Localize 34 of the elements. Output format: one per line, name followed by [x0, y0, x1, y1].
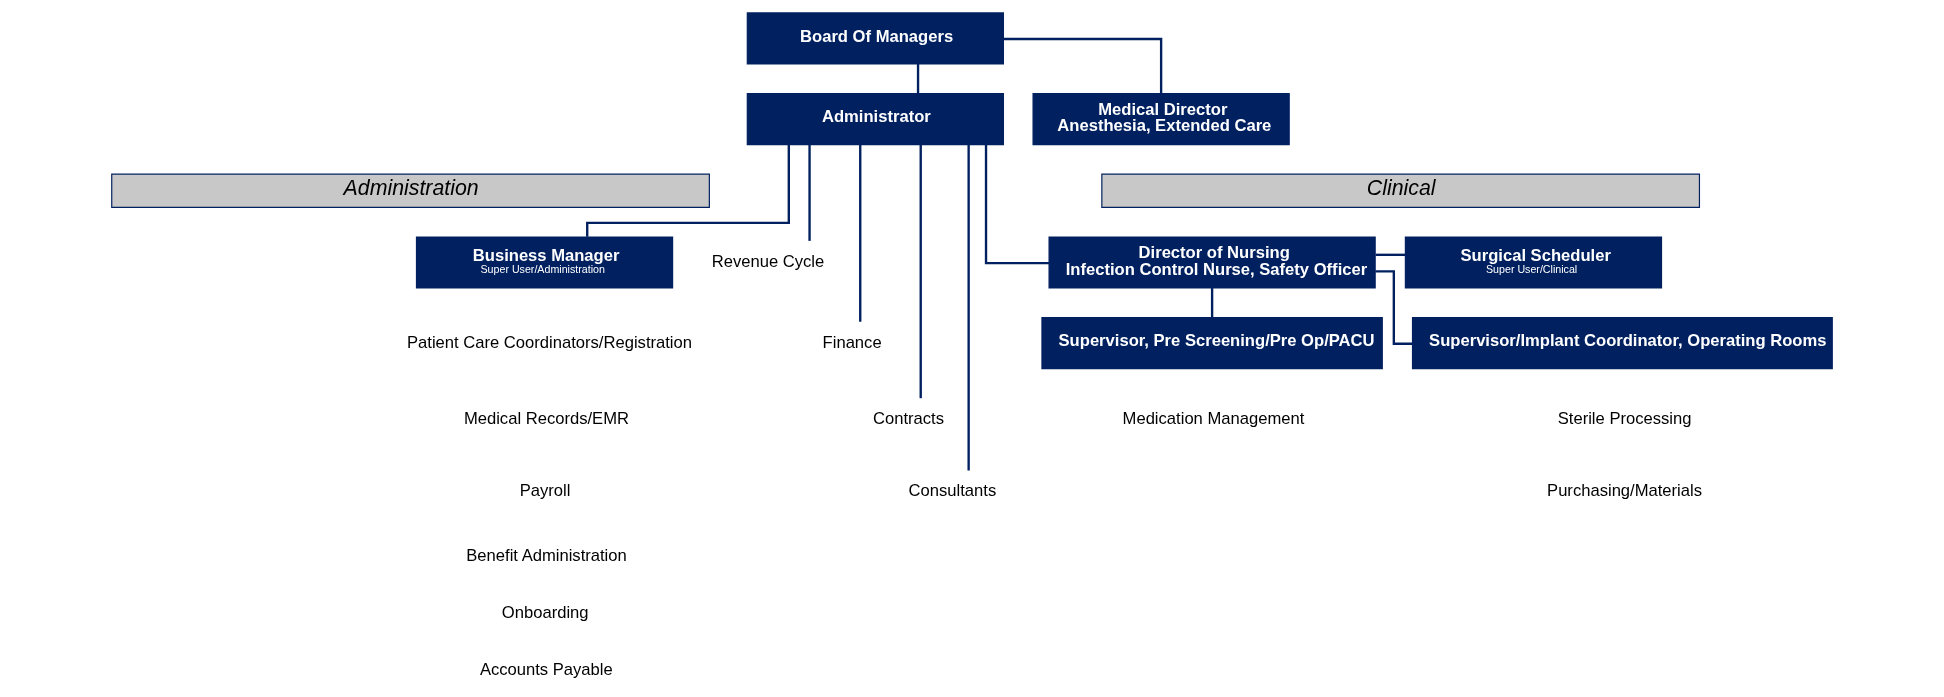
node-label: Medication Management	[1122, 409, 1305, 429]
connector	[919, 144, 922, 399]
node-box: Board Of Managers	[746, 12, 1004, 65]
connector	[859, 144, 862, 322]
node-box: Supervisor, Pre Screening/Pre Op/PACU	[1041, 317, 1383, 370]
connector	[1375, 270, 1413, 345]
node-text: Consultants	[908, 481, 997, 501]
node-label: Onboarding	[501, 602, 589, 622]
node-text: Contracts	[872, 409, 945, 429]
node-label: Purchasing/Materials	[1547, 481, 1703, 501]
connector	[586, 144, 790, 237]
node-label: Patient Care Coordinators/Registration	[406, 332, 693, 352]
node-text: Revenue Cycle	[711, 251, 825, 271]
node-label: Sterile Processing	[1557, 409, 1692, 429]
node-label: Benefit Administration	[466, 545, 627, 565]
connector	[1210, 288, 1214, 318]
node-text: Finance	[822, 332, 882, 352]
node-box: Administrator	[746, 92, 1004, 146]
connector	[1375, 253, 1406, 256]
node-box: Clinical	[1101, 173, 1701, 208]
node-label: Payroll	[519, 481, 571, 501]
node-box: Medical Director Anesthesia, Extended Care	[1032, 92, 1290, 146]
connector	[984, 144, 1049, 265]
node-box: Supervisor/Implant Coordinator, Operating Rooms	[1411, 317, 1833, 370]
node-box: Administration	[111, 173, 710, 208]
node-box: Director of Nursing Infection Control Nurse, Safety Officer	[1048, 236, 1376, 289]
connector	[1003, 37, 1163, 94]
connector	[916, 63, 920, 94]
connector	[808, 144, 811, 241]
connector	[967, 144, 970, 471]
node-label: Medical Records/EMR	[463, 409, 629, 429]
node-label: Accounts Payable	[479, 659, 613, 679]
node-box: Business Manager Super User/Administration	[415, 236, 674, 289]
node-box: Surgical Scheduler Super User/Clinical	[1404, 236, 1663, 289]
